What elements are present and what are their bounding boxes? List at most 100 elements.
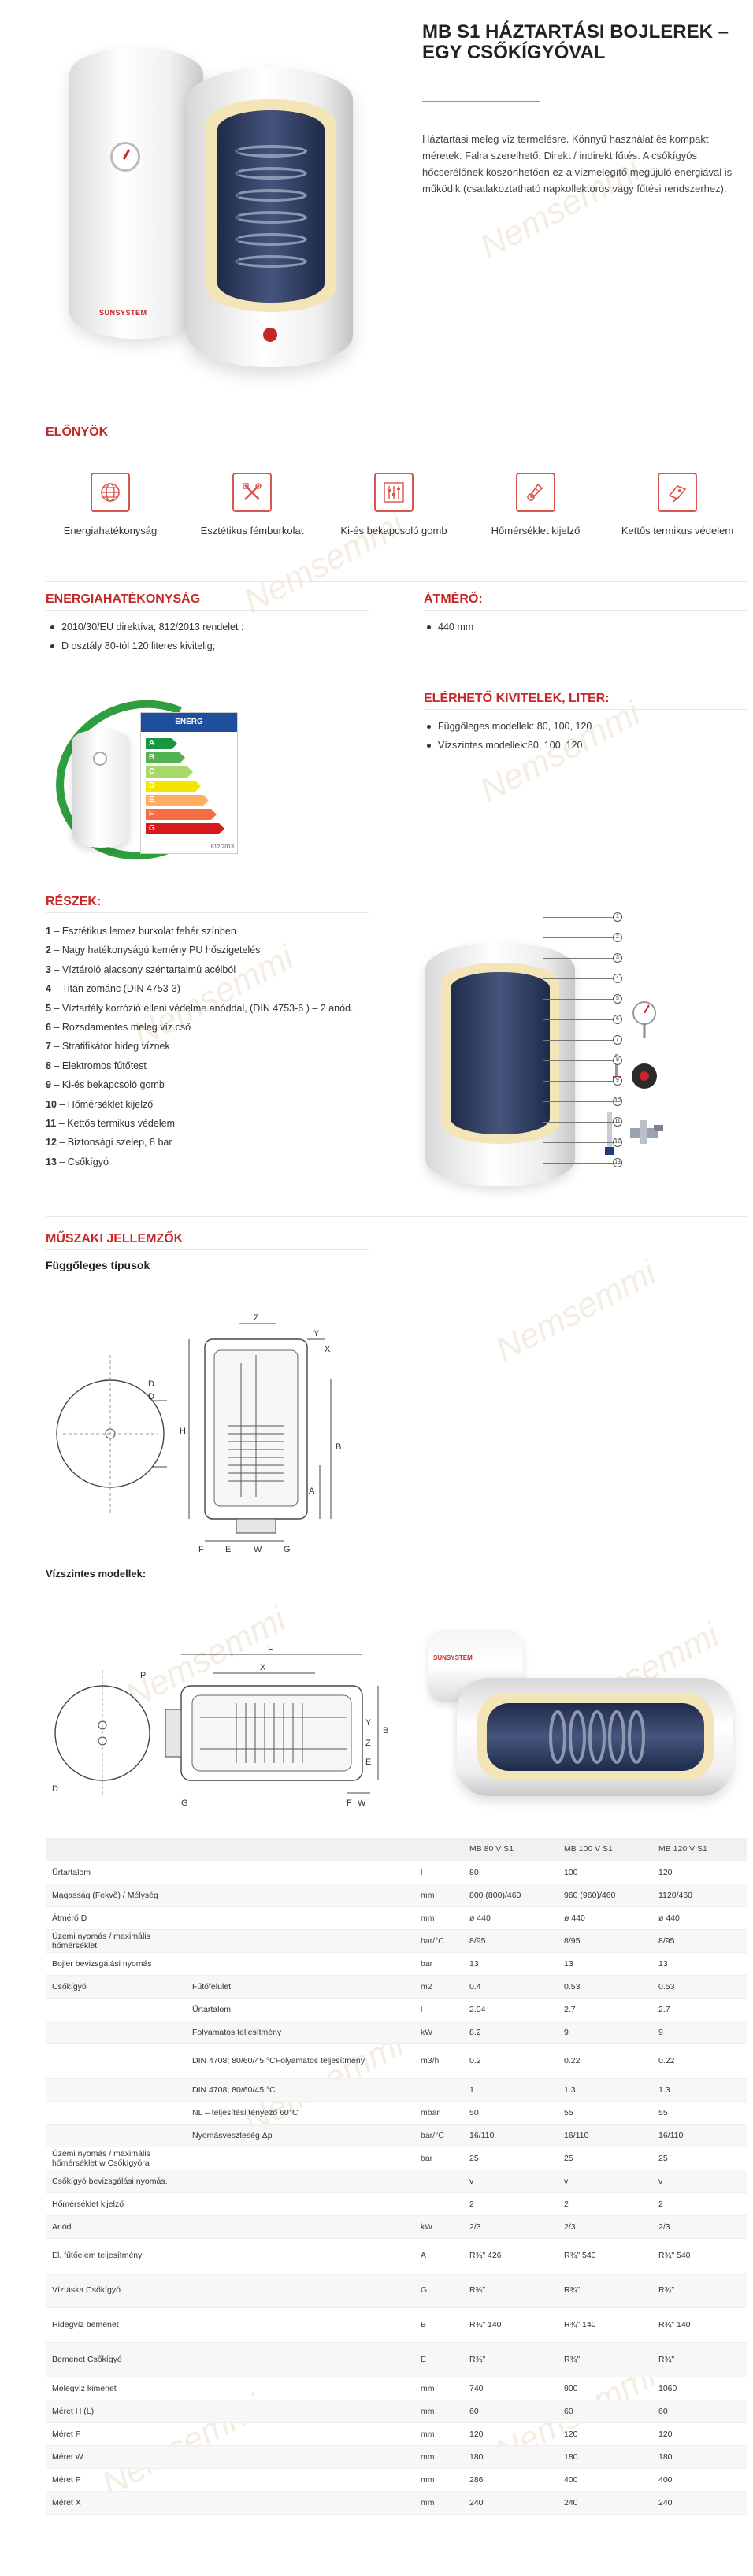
table-cell-value: 240 [652, 2491, 747, 2515]
table-cell-sublabel [186, 2215, 414, 2239]
table-cell-label [46, 2021, 186, 2044]
table-cell-sublabel [186, 1861, 414, 1884]
energy-list: 2010/30/EU direktíva, 812/2013 rendelet … [50, 618, 373, 655]
table-cell-unit: G [414, 2273, 463, 2308]
table-cell-value: 25 [652, 2147, 747, 2170]
table-cell-value: 1.3 [558, 2078, 652, 2102]
table-cell-value: R¾" [652, 2342, 747, 2377]
advantage-label: Kettős termikus védelem [621, 525, 734, 536]
advantage-label: Ki-és bekapcsoló gomb [340, 525, 447, 536]
energy-class-b: B [146, 752, 185, 763]
table-cell-value: 120 [652, 2422, 747, 2446]
table-cell-sublabel [186, 2238, 414, 2273]
table-cell-unit: m2 [414, 1975, 463, 1999]
part-callout: 6 [613, 1015, 622, 1024]
dimension-label-x: X [260, 1663, 266, 1672]
table-cell-value: 400 [652, 2468, 747, 2492]
table-cell-value: 240 [463, 2491, 558, 2515]
table-cell-value: R¾" 540 [652, 2238, 747, 2273]
table-cell-label: Űrtartalom [46, 1861, 186, 1884]
table-cell-label: Anód [46, 2215, 186, 2239]
table-cell-sublabel: NL – teljesítési tényező 60°C [186, 2101, 414, 2125]
table-cell-unit: kW [414, 2215, 463, 2239]
part-text: – Kettős termikus védelem [56, 1118, 175, 1130]
table-cell-value: R¾" [463, 2273, 558, 2308]
energy-class-d: D [146, 781, 201, 792]
list-item: Függőleges modellek: 80, 100, 120 [427, 717, 742, 736]
table-cell-value: 180 [652, 2445, 747, 2469]
list-item: Vízszintes modellek:80, 100, 120 [427, 736, 742, 755]
watermark: Nemsemmi [489, 1253, 662, 1370]
table-cell-value: 2 [652, 2192, 747, 2216]
table-row: DIN 4708; 80/60/45 °CFolyamatos teljesít… [46, 2043, 747, 2079]
table-cell-value: 9 [558, 2021, 652, 2044]
advantage-item: Energiahatékonyság [39, 473, 181, 539]
table-cell-value: R¾" 140 [558, 2307, 652, 2343]
part-number: 4 [46, 983, 51, 995]
part-number: 1 [46, 926, 51, 937]
table-cell-unit: mm [414, 2468, 463, 2492]
tools-icon [232, 473, 272, 512]
parts-title: RÉSZEK: [46, 895, 102, 908]
table-cell-label: Bojler bevizsgálási nyomás [46, 1952, 186, 1976]
part-callout: 5 [613, 994, 622, 1004]
part-number: 2 [46, 945, 51, 956]
dimension-label-h: H [180, 1427, 186, 1436]
table-cell-value: 13 [463, 1952, 558, 1976]
table-cell-unit: bar/°C [414, 2124, 463, 2147]
table-cell-value: 0.4 [463, 1975, 558, 1999]
table-cell-value: 0.22 [558, 2043, 652, 2079]
spec-table: MB 80 V S1 MB 100 V S1 MB 120 V S1 Űrtar… [46, 1838, 747, 2515]
table-cell-value: 120 [463, 2422, 558, 2446]
part-text: – Nagy hatékonyságú kemény PU hőszigetel… [50, 945, 261, 956]
control-knob-icon [263, 328, 277, 342]
table-cell-value: 60 [558, 2400, 652, 2423]
table-cell-sublabel: Nyomásveszteség Δp [186, 2124, 414, 2147]
table-cell-value: 0.2 [463, 2043, 558, 2079]
table-cell-value: ø 440 [558, 1906, 652, 1930]
table-cell-label: Átmérő D [46, 1906, 186, 1930]
table-cell-value: 180 [558, 2445, 652, 2469]
divider [46, 581, 747, 582]
table-cell-value: 180 [463, 2445, 558, 2469]
list-item: 440 mm [427, 618, 742, 637]
switch-knob-icon [632, 1063, 657, 1089]
table-cell-value: R¾" [558, 2342, 652, 2377]
table-cell-unit: bar/°C [414, 1929, 463, 1953]
dimension-label-y: Y [365, 1718, 372, 1728]
advantage-item: Hőmérséklet kijelző [465, 473, 606, 539]
divider [46, 1216, 747, 1217]
table-cell-unit: mm [414, 1884, 463, 1907]
title-underline [422, 101, 540, 102]
vertical-models-title: Függőleges típusok [46, 1259, 150, 1271]
page-title: MB S1 HÁZTARTÁSI BOJLEREK – EGY CSŐKÍGYÓ… [422, 21, 729, 63]
table-cell-value: 0.22 [652, 2043, 747, 2079]
brand-logo: SUNSYSTEM [99, 309, 147, 317]
part-number: 12 [46, 1137, 57, 1149]
table-cell-sublabel: DIN 4708; 80/60/45 °C [186, 2078, 414, 2102]
table-cell-unit: mm [414, 2422, 463, 2446]
vertical-technical-drawing: D D H B A Z X Y F E W G [56, 1313, 341, 1552]
part-text: – Hőmérséklet kijelző [56, 1098, 154, 1110]
thermometer-dial-icon [110, 142, 140, 172]
dimension-label-y: Y [313, 1329, 320, 1338]
table-cell-value: 25 [463, 2147, 558, 2170]
table-cell-value: 800 (800)/460 [463, 1884, 558, 1907]
table-cell-value: 1120/460 [652, 1884, 747, 1907]
part-number: 9 [46, 1079, 51, 1091]
dimension-label-w: W [254, 1545, 262, 1552]
horizontal-technical-drawing: D P L X B Y Z E F W G [52, 1642, 388, 1808]
dimension-label-b: B [383, 1726, 388, 1735]
table-cell-unit: l [414, 1861, 463, 1884]
table-cell-label: Hidegvíz bemenet [46, 2307, 186, 2343]
part-text: – Rozsdamentes meleg víz cső [50, 1022, 191, 1034]
list-item: 4 – Titán zománc (DIN 4753-3) [46, 979, 376, 998]
table-cell-sublabel [186, 2307, 414, 2343]
table-cell-value: 2 [558, 2192, 652, 2216]
table-cell-value: 100 [558, 1861, 652, 1884]
table-cell-unit: m3/h [414, 2043, 463, 2079]
